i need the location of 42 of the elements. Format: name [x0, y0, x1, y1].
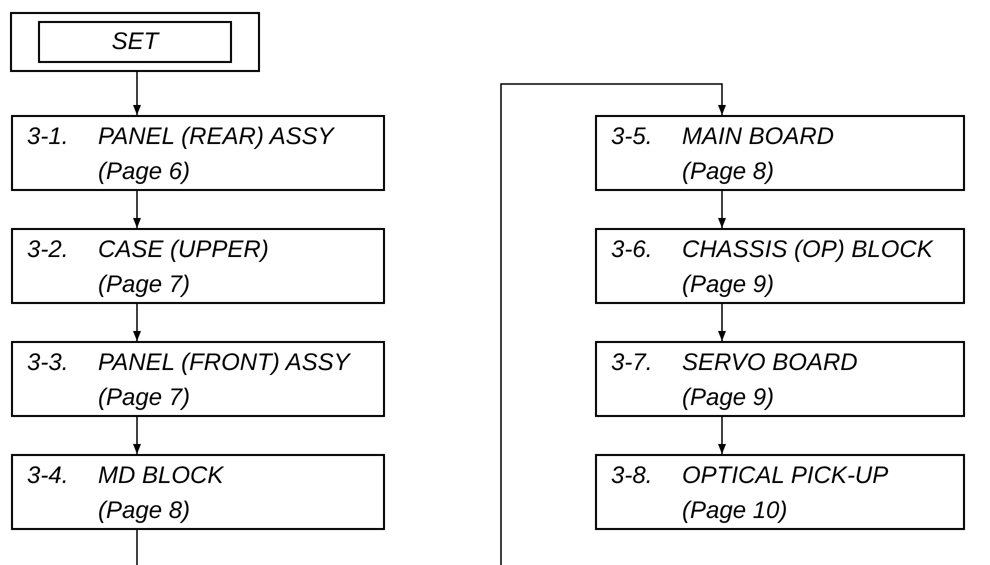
step-number: 3-3.: [27, 348, 70, 378]
connector-arrow: [718, 417, 726, 454]
connector-arrow: [133, 191, 141, 228]
process-box: [595, 341, 965, 417]
step-title: MAIN BOARD: [682, 122, 834, 152]
step-number: 3-4.: [27, 461, 70, 491]
page-reference: (Page 6): [98, 157, 192, 187]
step-number: 3-5.: [611, 122, 654, 152]
step-number: 3-8.: [611, 461, 654, 491]
process-box: [11, 454, 385, 530]
page-reference: (Page 7): [98, 270, 192, 300]
step-number: 3-6.: [611, 235, 654, 265]
node-title: SET: [112, 30, 158, 54]
page-reference: (Page 9): [682, 383, 776, 413]
step-title: CHASSIS (OP) BLOCK: [682, 235, 933, 265]
step-number: 3-1.: [27, 122, 70, 152]
step-title: PANEL (FRONT) ASSY: [98, 348, 350, 378]
step-title: PANEL (REAR) ASSY: [98, 122, 334, 152]
connector-arrow: [133, 304, 141, 341]
connector-arrow: [718, 191, 726, 228]
process-box: [595, 228, 965, 304]
page-reference: (Page 9): [682, 270, 776, 300]
step-title: MD BLOCK: [98, 461, 224, 491]
page-reference: (Page 10): [682, 496, 788, 526]
process-box: [595, 115, 965, 191]
step-title: OPTICAL PICK-UP: [682, 461, 888, 491]
step-number: 3-2.: [27, 235, 70, 265]
process-box: [11, 228, 385, 304]
step-number: 3-7.: [611, 348, 654, 378]
connector-arrow: [133, 72, 141, 115]
step-title: SERVO BOARD: [682, 348, 858, 378]
step-title: CASE (UPPER): [98, 235, 269, 265]
connector-arrow: [718, 304, 726, 341]
process-box: [595, 454, 965, 530]
start-frame: [10, 12, 260, 72]
process-box: [11, 115, 385, 191]
page-reference: (Page 7): [98, 383, 192, 413]
page-reference: (Page 8): [682, 157, 776, 187]
process-box: [11, 341, 385, 417]
page-reference: (Page 8): [98, 496, 192, 526]
connector-arrow: [500, 83, 726, 565]
connector-arrow: [133, 417, 141, 454]
